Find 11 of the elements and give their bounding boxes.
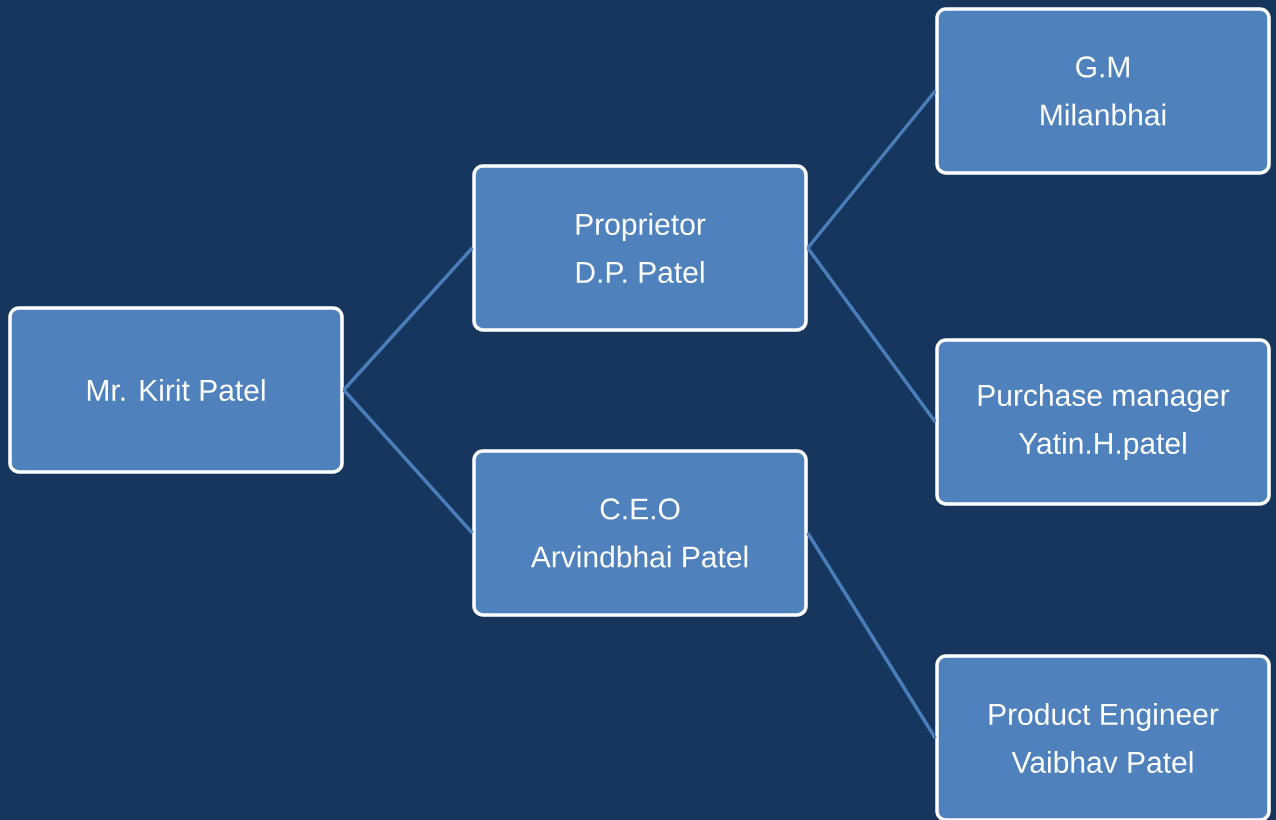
connector-line <box>806 89 937 250</box>
org-box: Proprietor D.P. Patel <box>472 164 808 332</box>
connector-line <box>806 532 937 739</box>
org-box: C.E.O Arvindbhai Patel <box>472 449 808 617</box>
org-box: Purchase manager Yatin.H.patel <box>935 338 1271 506</box>
connector-line <box>342 246 474 392</box>
connector-line <box>342 388 474 535</box>
org-box: Mr. Kirit Patel <box>8 306 344 474</box>
org-box: G.M Milanbhai <box>935 7 1271 175</box>
connector-line <box>806 246 937 424</box>
org-box: Product Engineer Vaibhav Patel <box>935 654 1271 820</box>
